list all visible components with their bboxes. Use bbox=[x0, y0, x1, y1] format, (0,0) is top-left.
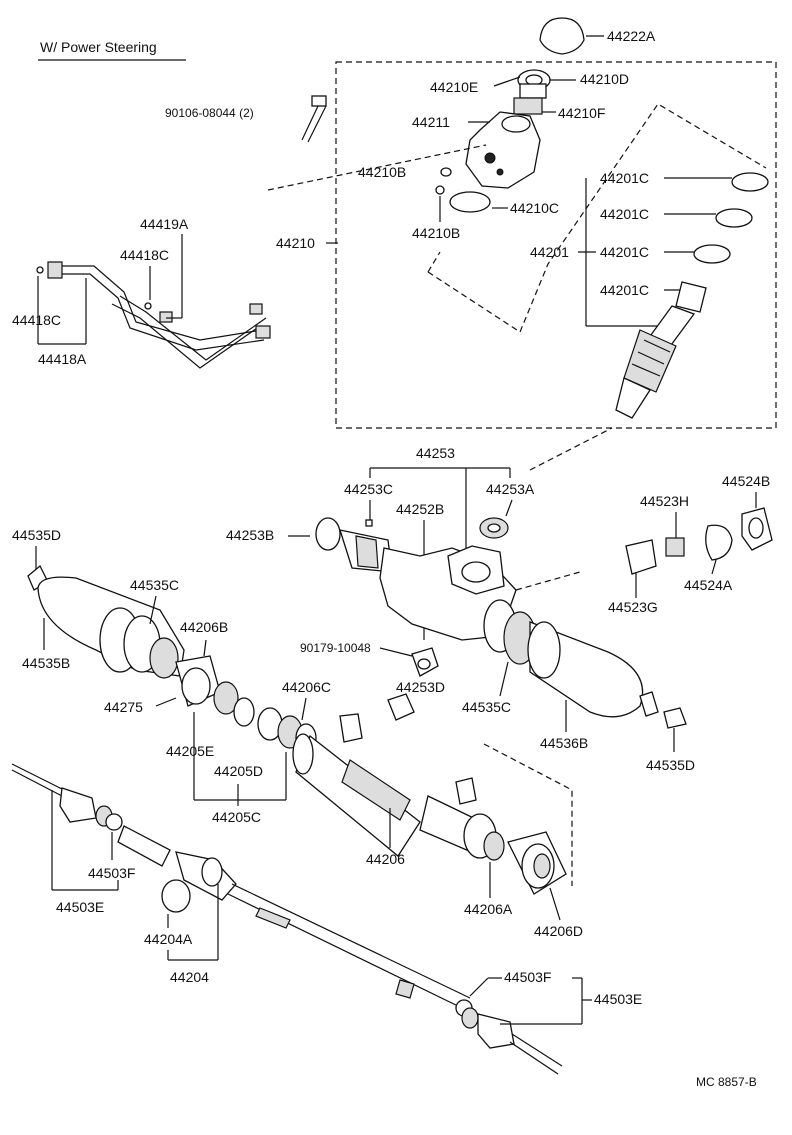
label-44253A: 44253A bbox=[486, 481, 535, 497]
label-44201C-4: 44201C bbox=[600, 282, 649, 298]
diagram-title: W/ Power Steering bbox=[40, 39, 157, 55]
label-44206A: 44206A bbox=[464, 901, 513, 917]
label-44503F-1: 44503F bbox=[88, 865, 135, 881]
part-44419A-tube-set bbox=[36, 261, 271, 369]
label-44210C: 44210C bbox=[510, 200, 559, 216]
label-44252B: 44252B bbox=[396, 501, 444, 517]
label-44275: 44275 bbox=[104, 699, 143, 715]
label-44204A: 44204A bbox=[144, 931, 193, 947]
part-90179-nut bbox=[411, 647, 439, 677]
label-44253: 44253 bbox=[416, 445, 455, 461]
label-44523H: 44523H bbox=[640, 493, 689, 509]
label-44535D-2: 44535D bbox=[646, 757, 695, 773]
label-44210F: 44210F bbox=[558, 105, 605, 121]
label-44205D: 44205D bbox=[214, 763, 263, 779]
part-44503E-left-tie-rod-end bbox=[11, 763, 123, 831]
label-90106-08044: 90106-08044 (2) bbox=[165, 106, 254, 120]
label-44205E: 44205E bbox=[166, 743, 214, 759]
part-44523-44524-adjuster bbox=[625, 507, 773, 575]
part-44211-valve-housing bbox=[465, 111, 541, 189]
label-44253B: 44253B bbox=[226, 527, 274, 543]
label-44535C-2: 44535C bbox=[462, 699, 511, 715]
part-44210D-nut bbox=[493, 69, 576, 99]
part-44503E-right-tie-rod-end bbox=[455, 999, 563, 1075]
part-44210B-plug-1 bbox=[440, 167, 452, 177]
label-44201C-3: 44201C bbox=[600, 244, 649, 260]
part-44535B-left-boot bbox=[27, 564, 185, 679]
label-44419A: 44419A bbox=[140, 216, 189, 232]
label-44523G: 44523G bbox=[608, 599, 658, 615]
pinion-dash-outline bbox=[427, 103, 767, 333]
part-90106-bolt bbox=[267, 95, 487, 191]
label-44535D-1: 44535D bbox=[12, 527, 61, 543]
valve-assembly-box bbox=[335, 61, 777, 429]
label-44210D: 44210D bbox=[580, 71, 629, 87]
part-44206-cylinder-tube bbox=[292, 713, 505, 861]
label-44524A: 44524A bbox=[684, 577, 733, 593]
label-44211: 44211 bbox=[412, 114, 450, 130]
label-90179-10048: 90179-10048 bbox=[300, 641, 371, 655]
part-44253-gear-housing bbox=[315, 517, 581, 641]
part-44210F-bearing bbox=[513, 97, 556, 115]
label-44201C-1: 44201C bbox=[600, 170, 649, 186]
part-44201-pinion-shaft bbox=[615, 281, 707, 419]
label-44503F-2: 44503F bbox=[504, 969, 551, 985]
part-44536B-right-boot bbox=[483, 599, 659, 718]
label-44206C: 44206C bbox=[282, 679, 331, 695]
label-44503E-1: 44503E bbox=[56, 899, 104, 915]
tube-dash-outline bbox=[483, 743, 573, 886]
label-44204: 44204 bbox=[170, 969, 209, 985]
label-44535C-1: 44535C bbox=[130, 577, 179, 593]
label-44210B-2: 44210B bbox=[412, 225, 460, 241]
diagram-code: MC 8857-B bbox=[696, 1075, 757, 1089]
part-44210B-plug-2 bbox=[435, 185, 445, 222]
label-44222A: 44222A bbox=[607, 28, 656, 44]
label-44418C-2: 44418C bbox=[12, 312, 61, 328]
label-44535B: 44535B bbox=[22, 655, 70, 671]
label-44206D: 44206D bbox=[534, 923, 583, 939]
part-44210C-oring bbox=[449, 191, 508, 213]
part-44206D-end-stop bbox=[507, 831, 567, 895]
label-44253D: 44253D bbox=[396, 679, 445, 695]
label-44503E-2: 44503E bbox=[594, 991, 642, 1007]
label-44201C-2: 44201C bbox=[600, 206, 649, 222]
part-44201C-seal-rings bbox=[578, 172, 769, 327]
part-44535D-right-clip bbox=[663, 707, 687, 729]
label-44206: 44206 bbox=[366, 851, 405, 867]
label-44210B-1: 44210B bbox=[358, 164, 406, 180]
label-44206B: 44206B bbox=[180, 619, 228, 635]
label-44418A: 44418A bbox=[38, 351, 87, 367]
part-44204-steering-rack bbox=[117, 825, 471, 1009]
label-44210: 44210 bbox=[276, 235, 315, 251]
label-44201: 44201 bbox=[530, 244, 569, 260]
part-44222A-cap bbox=[539, 17, 604, 55]
label-44418C-1: 44418C bbox=[120, 247, 169, 263]
label-44524B: 44524B bbox=[722, 473, 770, 489]
part-44206B-44275-rack-guide bbox=[175, 655, 255, 727]
label-44253C: 44253C bbox=[344, 481, 393, 497]
part-44253D-plug bbox=[387, 693, 415, 721]
label-44205C: 44205C bbox=[212, 809, 261, 825]
label-44536B: 44536B bbox=[540, 735, 588, 751]
label-44210E: 44210E bbox=[430, 79, 478, 95]
part-44204A-bushing bbox=[161, 879, 191, 913]
pinion-to-housing-dash bbox=[529, 427, 613, 471]
